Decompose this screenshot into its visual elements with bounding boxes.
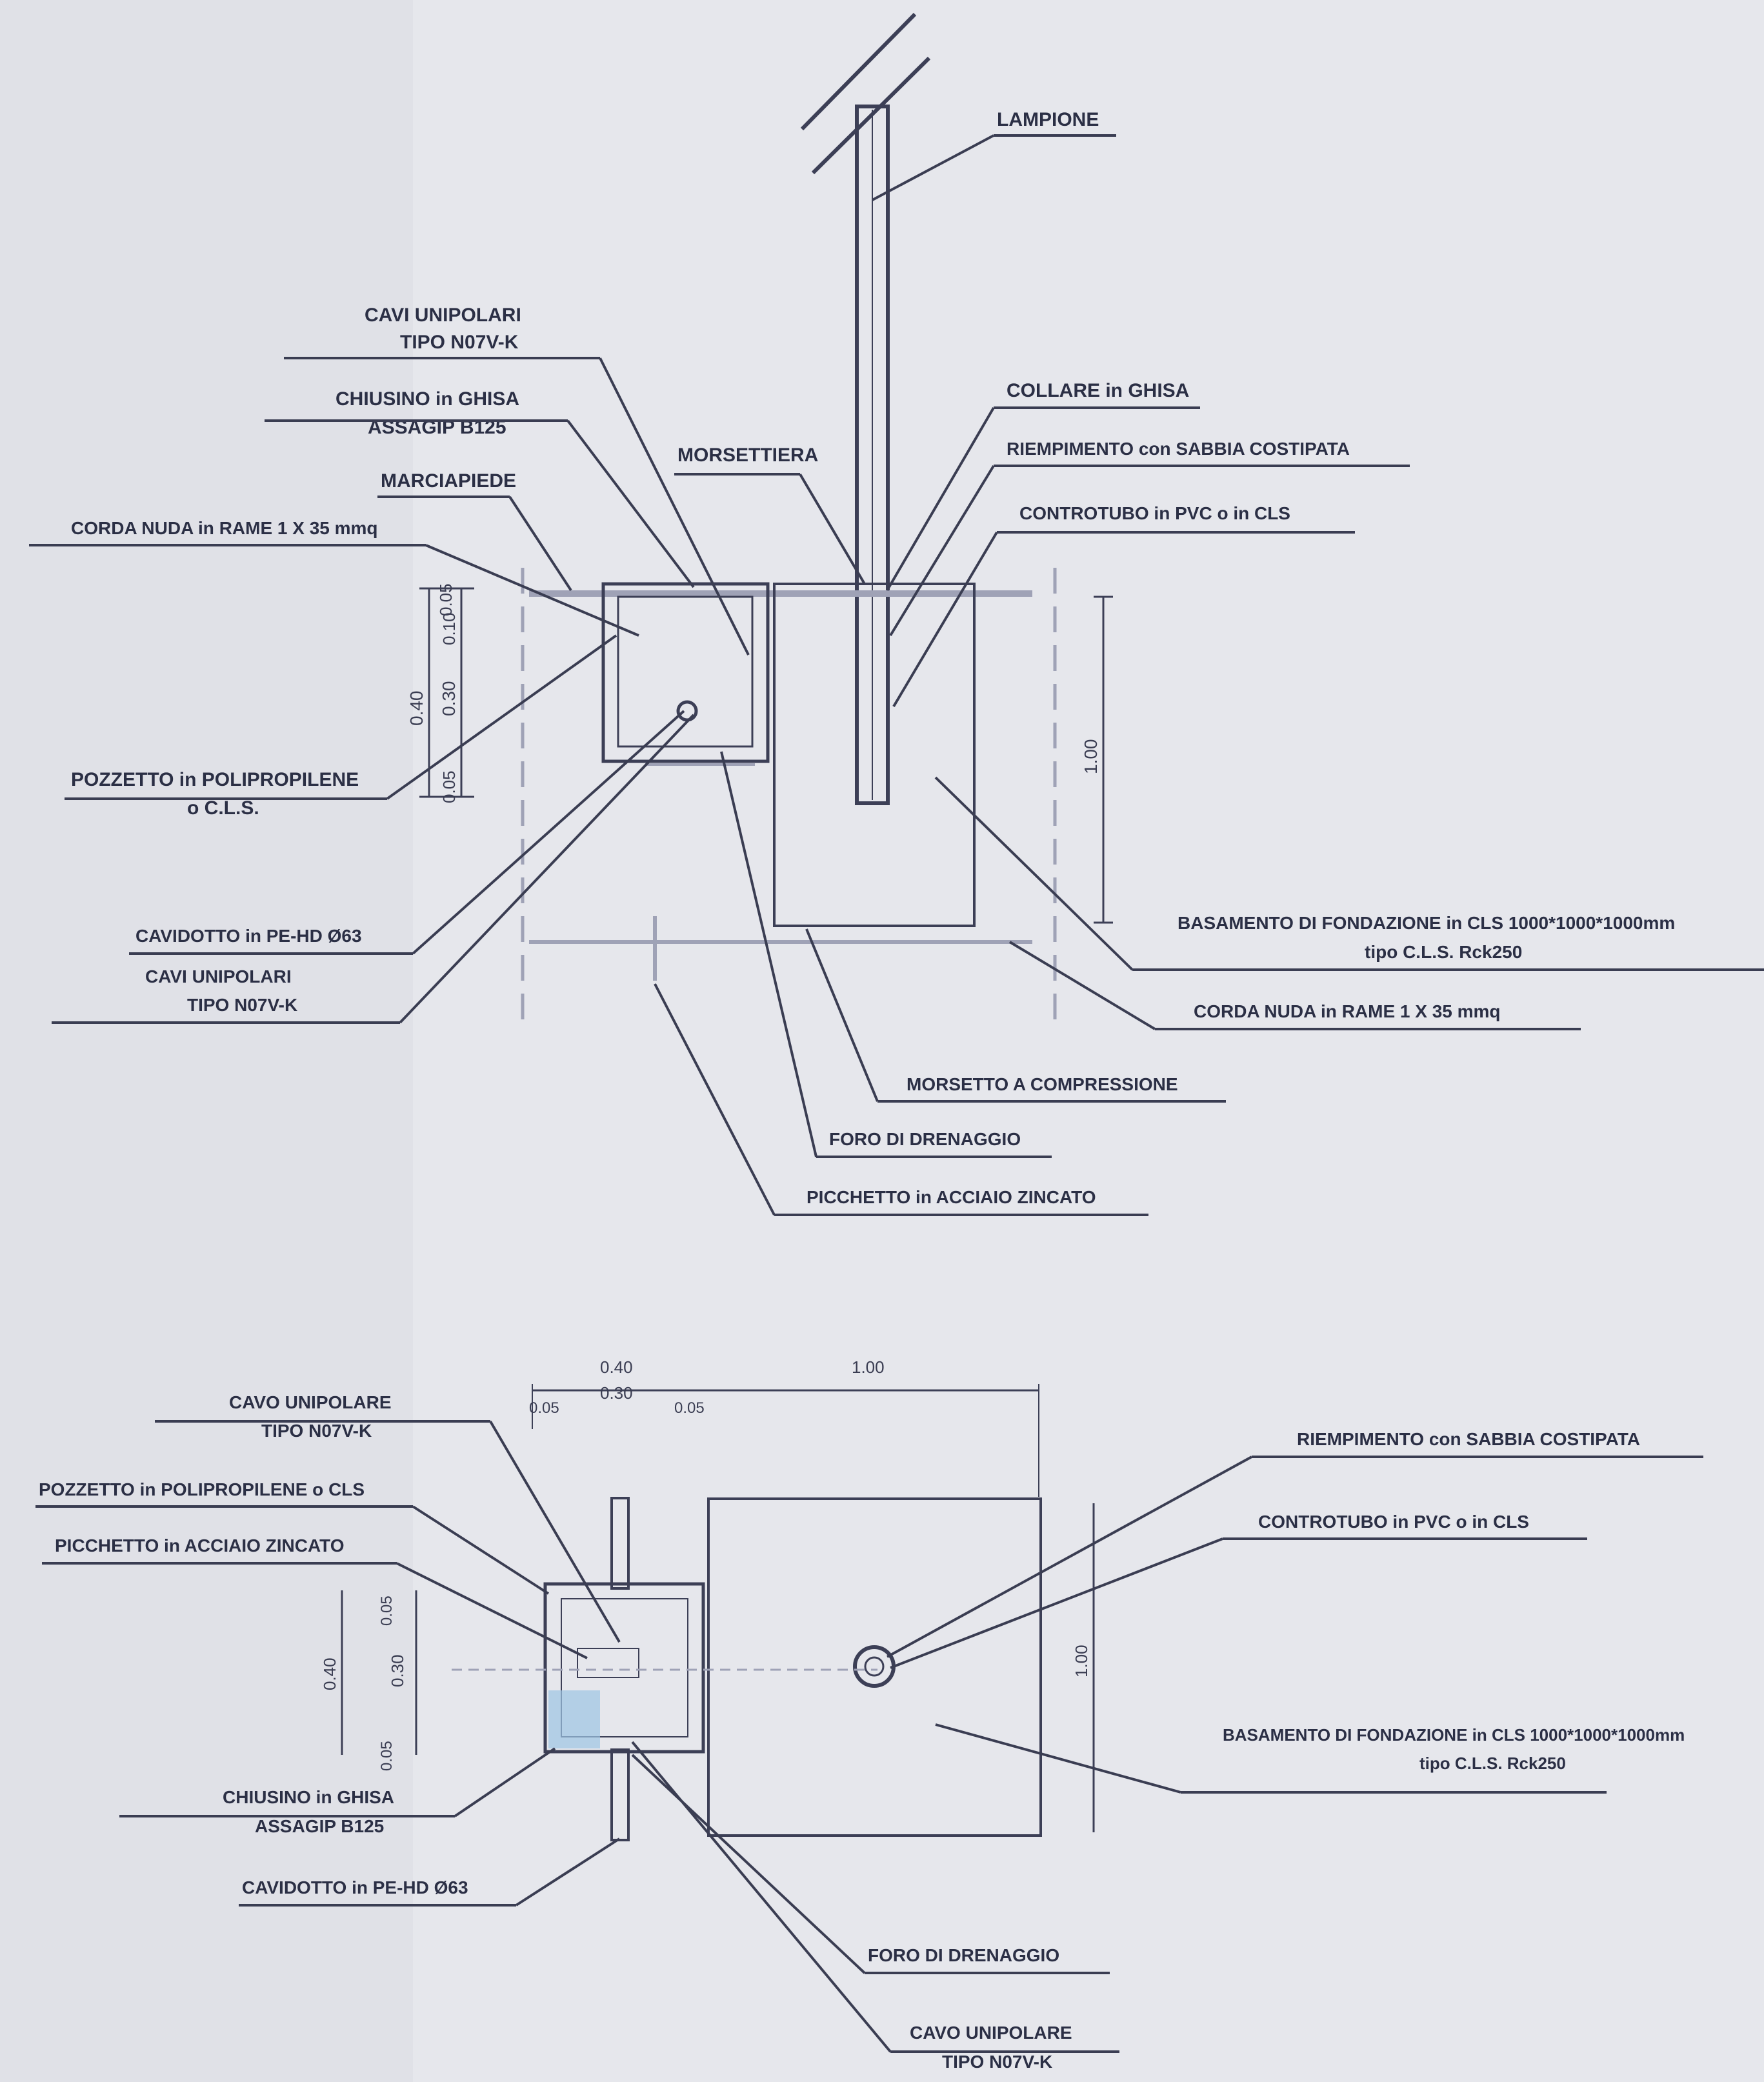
label-basamento-section-class: tipo C.L.S. Rck250 <box>1365 942 1522 962</box>
section-dimensions: 0.05 0.10 0.40 0.30 0.05 1.00 <box>406 583 1113 924</box>
label-controtubo-section: CONTROTUBO in PVC o in CLS <box>1019 503 1290 523</box>
label-morsettiera: MORSETTIERA <box>677 445 818 466</box>
plan-dim-side-0-30: 0.30 <box>388 1654 407 1687</box>
label-basamento-section: BASAMENTO DI FONDAZIONE in CLS 1000*1000… <box>1178 913 1675 933</box>
plan-cavidotto-upper <box>610 1497 630 1590</box>
plan-label-riempimento: RIEMPIMENTO con SABBIA COSTIPATA <box>1297 1429 1640 1449</box>
label-collare: COLLARE in GHISA <box>1007 380 1189 401</box>
plan-dim-top-0-05-left: 0.05 <box>529 1399 559 1417</box>
lamp-pole <box>800 12 931 805</box>
label-foro-section: FORO DI DRENAGGIO <box>829 1129 1021 1149</box>
label-pozzetto-section: POZZETTO in POLIPROPILENE <box>71 769 359 790</box>
dim-1-00: 1.00 <box>1081 739 1101 775</box>
label-lampione: LAMPIONE <box>997 109 1099 130</box>
plan-manhole <box>543 1582 705 1754</box>
plan-dimensions: 0.40 0.30 0.05 0.05 1.00 0.05 0.40 0.30 … <box>320 1357 1095 1832</box>
label-pozzetto-section-material: o C.L.S. <box>187 797 259 819</box>
plan-label-cavo-unipolare-top-type: TIPO N07V-K <box>261 1421 372 1441</box>
plan-dim-side-0-05-bot: 0.05 <box>378 1741 396 1771</box>
dim-0-05-top: 0.05 <box>436 583 456 616</box>
dim-0-40: 0.40 <box>406 691 426 726</box>
plan-dim-top-0-30: 0.30 <box>600 1383 633 1403</box>
plan-label-cavo-unipolare-top: CAVO UNIPOLARE <box>229 1392 392 1412</box>
label-corda-nuda-left: CORDA NUDA in RAME 1 X 35 mmq <box>71 518 378 538</box>
dim-0-30: 0.30 <box>439 681 459 717</box>
label-cavi-unipolari-top-type: TIPO N07V-K <box>400 332 519 353</box>
label-morsetto: MORSETTO A COMPRESSIONE <box>907 1074 1178 1094</box>
dim-0-05-bot: 0.05 <box>439 770 459 803</box>
label-picchetto-section: PICCHETTO in ACCIAIO ZINCATO <box>807 1187 1096 1207</box>
label-cavi-unipolari-top: CAVI UNIPOLARI <box>365 305 521 326</box>
plan-dim-top-0-05-right: 0.05 <box>674 1399 705 1417</box>
plan-view: 0.40 0.30 0.05 0.05 1.00 0.05 0.40 0.30 … <box>35 1357 1703 2072</box>
label-cavidotto-section: CAVIDOTTO in PE-HD Ø63 <box>135 926 362 946</box>
plan-chiusino-hatch <box>548 1690 600 1748</box>
label-riempimento-section: RIEMPIMENTO con SABBIA COSTIPATA <box>1007 439 1350 459</box>
label-marciapiede: MARCIAPIEDE <box>381 470 516 492</box>
plan-dim-side-0-05-top: 0.05 <box>378 1596 396 1626</box>
plan-label-foro: FORO DI DRENAGGIO <box>868 1945 1059 1965</box>
plan-foundation-square <box>707 1497 1042 1837</box>
plan-label-chiusino-type: ASSAGIP B125 <box>255 1816 384 1836</box>
dim-0-10: 0.10 <box>439 612 459 645</box>
plan-label-basamento: BASAMENTO DI FONDAZIONE in CLS 1000*1000… <box>1223 1725 1685 1745</box>
label-corda-nuda-right: CORDA NUDA in RAME 1 X 35 mmq <box>1194 1001 1501 1021</box>
plan-callouts: CAVO UNIPOLARE TIPO N07V-K POZZETTO in P… <box>35 1392 1703 2072</box>
section-callouts: LAMPIONE CAVI UNIPOLARI TIPO N07V-K CHIU… <box>29 109 1764 1216</box>
plan-dim-top-0-40: 0.40 <box>600 1357 633 1377</box>
plan-label-controtubo: CONTROTUBO in PVC o in CLS <box>1258 1512 1529 1532</box>
plan-label-cavo-unipolare-bot: CAVO UNIPOLARE <box>910 2023 1072 2043</box>
label-chiusino-section: CHIUSINO in GHISA <box>336 388 519 410</box>
plan-label-basamento-class: tipo C.L.S. Rck250 <box>1419 1754 1566 1773</box>
plan-cavidotto-lower <box>610 1748 630 1841</box>
plan-label-cavidotto: CAVIDOTTO in PE-HD Ø63 <box>242 1877 468 1897</box>
foundation-block <box>773 583 976 927</box>
plan-dim-side-0-40: 0.40 <box>320 1657 339 1690</box>
label-cavi-unipolari-bottom: CAVI UNIPOLARI <box>145 966 292 986</box>
plan-label-picchetto: PICCHETTO in ACCIAIO ZINCATO <box>55 1536 345 1556</box>
plan-dim-top-1-00: 1.00 <box>852 1357 885 1377</box>
plan-label-cavo-unipolare-bot-type: TIPO N07V-K <box>942 2052 1052 2072</box>
label-cavi-unipolari-bottom-type: TIPO N07V-K <box>187 995 297 1015</box>
paper-fold-shade <box>0 0 413 2082</box>
section-view: 0.05 0.10 0.40 0.30 0.05 1.00 LAMPIONE C… <box>29 12 1764 1216</box>
plan-dim-right-1-00: 1.00 <box>1072 1645 1091 1677</box>
plan-label-pozzetto: POZZETTO in POLIPROPILENE o CLS <box>39 1479 365 1499</box>
plan-label-chiusino: CHIUSINO in GHISA <box>223 1787 394 1807</box>
